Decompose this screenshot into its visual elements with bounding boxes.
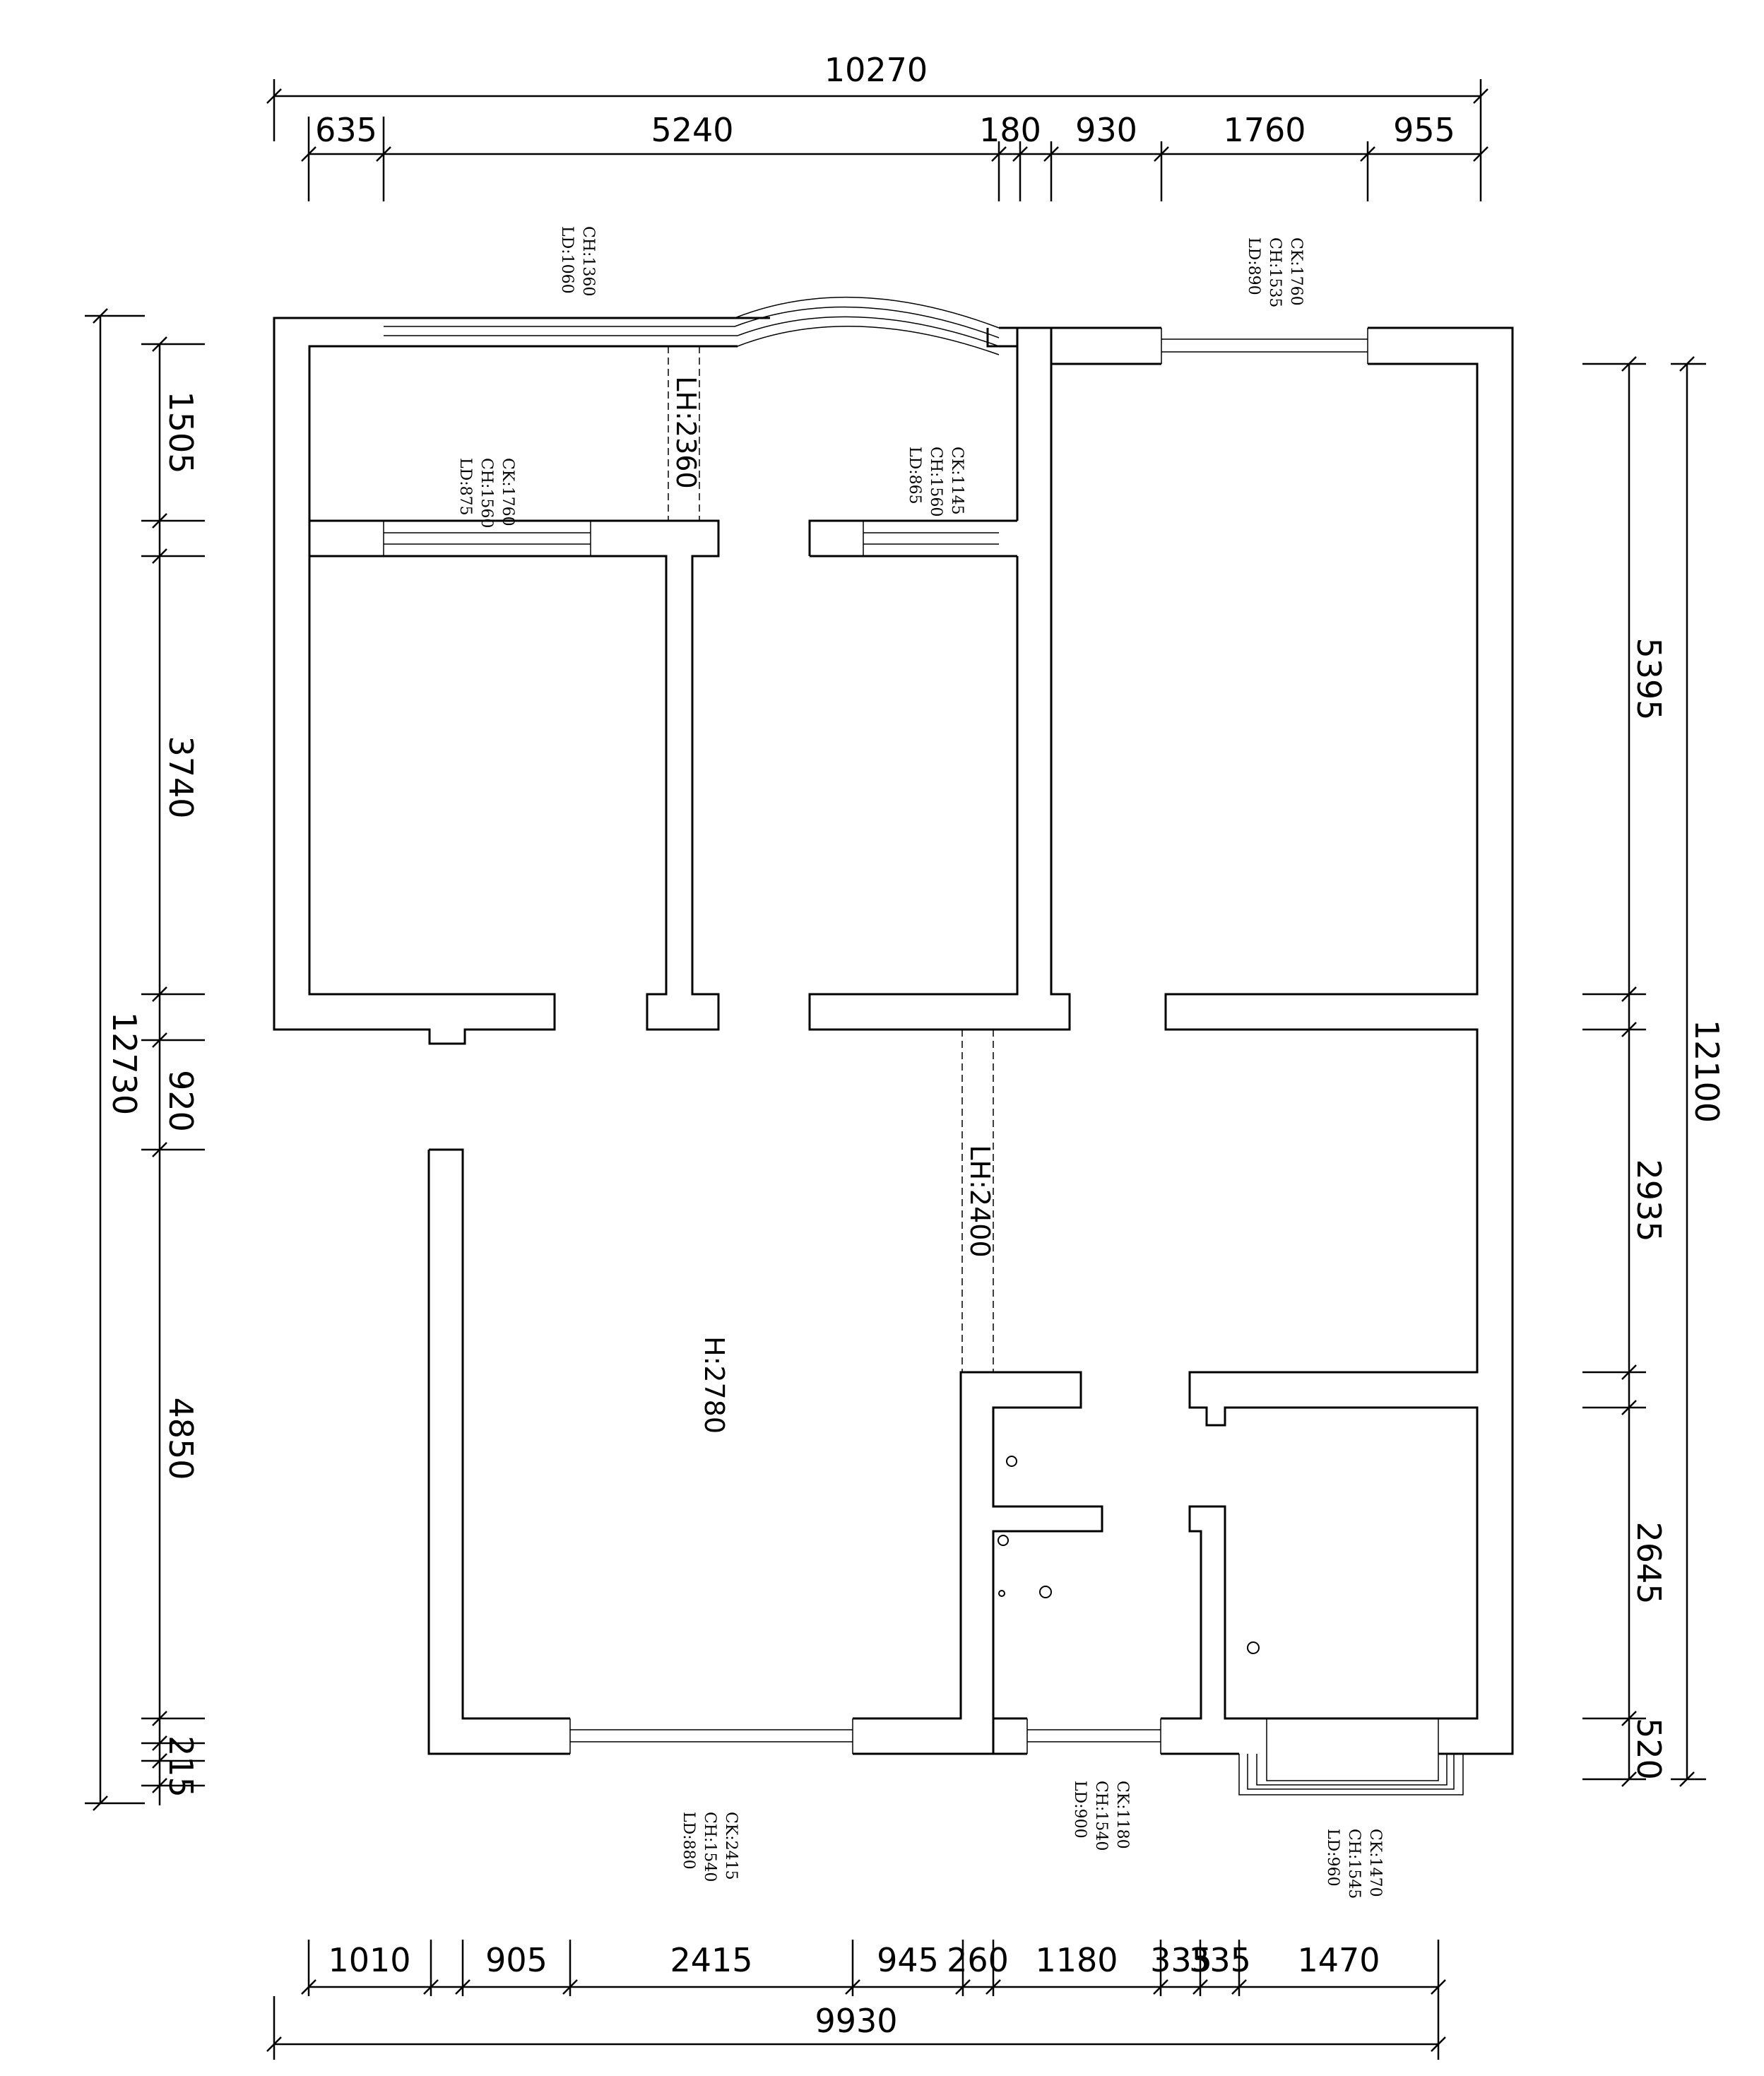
- bottom-dimension-lines: [266, 1940, 1446, 2060]
- dim-bottom-6: 1180: [1035, 1941, 1118, 1979]
- note-bottom-right-2: CH:1545: [1345, 1829, 1363, 1899]
- note-top-left-1: CH:1360: [579, 226, 597, 296]
- note-room-left-3: LD:875: [456, 458, 474, 516]
- note-room-left-2: CH:1560: [478, 458, 495, 528]
- note-bottom-living: CK:2415 CH:1540 LD:880: [680, 1812, 740, 1882]
- ceiling-height-label: H:2780: [699, 1336, 730, 1434]
- dim-bottom-9: 1470: [1297, 1941, 1380, 1979]
- beam-label-mid: LH:2400: [964, 1145, 995, 1257]
- note-room-left: CK:1760 CH:1560 LD:875: [456, 458, 516, 528]
- note-bottom-bath: CK:1180 CH:1540 LD:900: [1071, 1781, 1131, 1851]
- dim-top-5: 1760: [1223, 111, 1306, 149]
- left-dimension-lines: [85, 308, 205, 1811]
- note-top-right-3: LD:890: [1245, 237, 1262, 295]
- beam-lines: [668, 346, 994, 1372]
- note-room-left-1: CK:1760: [499, 458, 516, 526]
- dim-left-4: 4850: [162, 1397, 200, 1480]
- note-top-right-1: CK:1760: [1287, 237, 1305, 306]
- dim-bottom-8: 335: [1189, 1941, 1251, 1979]
- note-top-left: CH:1360 LD:1060: [558, 226, 597, 296]
- note-top-left-2: LD:1060: [558, 226, 576, 294]
- dim-bottom-4: 945: [877, 1941, 939, 1979]
- dim-top-total: 10270: [824, 51, 928, 89]
- note-bottom-right-3: LD:960: [1324, 1829, 1342, 1887]
- note-top-right: CK:1760 CH:1535 LD:890: [1245, 237, 1305, 307]
- note-room-mid: CK:1145 CH:1560 LD:865: [906, 447, 966, 517]
- dim-left-2: 3740: [162, 736, 200, 818]
- dim-top-2: 5240: [651, 111, 733, 149]
- note-bottom-living-2: CH:1540: [701, 1812, 718, 1882]
- dim-right-3: 2645: [1630, 1521, 1668, 1604]
- dim-bottom-3: 2415: [670, 1941, 752, 1979]
- dim-bottom-2: 905: [485, 1941, 547, 1979]
- walls: [273, 317, 1514, 1755]
- dim-left-1: 1505: [162, 391, 200, 473]
- dim-bottom-5: 260: [947, 1941, 1009, 1979]
- dim-right-total: 12100: [1688, 1020, 1726, 1123]
- dim-right-4: 520: [1630, 1718, 1668, 1780]
- note-bottom-right-1: CK:1470: [1366, 1829, 1384, 1897]
- dim-top-4: 930: [1075, 111, 1137, 149]
- dim-right-2: 2935: [1630, 1159, 1668, 1242]
- note-bottom-living-1: CK:2415: [722, 1812, 740, 1880]
- right-dimension-lines: [1582, 356, 1706, 1787]
- beam-label-top: LH:2360: [670, 376, 702, 488]
- dim-left-total: 12730: [105, 1012, 143, 1115]
- fixtures: [998, 1456, 1260, 1654]
- top-dimension-lines: [266, 79, 1488, 201]
- note-room-mid-3: LD:865: [906, 447, 923, 505]
- note-room-mid-1: CK:1145: [948, 447, 966, 515]
- dim-bottom-total: 9930: [815, 2002, 897, 2040]
- note-room-mid-2: CH:1560: [927, 447, 945, 517]
- note-bottom-bath-2: CH:1540: [1092, 1781, 1110, 1851]
- dim-bottom-1: 1010: [328, 1941, 410, 1979]
- note-bottom-bath-1: CK:1180: [1113, 1781, 1131, 1849]
- note-bottom-right: CK:1470 CH:1545 LD:960: [1324, 1829, 1384, 1899]
- dim-top-6: 955: [1393, 111, 1455, 149]
- windows: [383, 296, 1464, 1795]
- dim-bottom-7: 335: [1150, 1941, 1212, 1979]
- dim-left-5: 215: [162, 1735, 200, 1798]
- dim-right-1: 5395: [1630, 637, 1668, 720]
- dim-top-1: 635: [315, 111, 377, 149]
- note-bottom-living-3: LD:880: [680, 1812, 697, 1870]
- note-bottom-bath-3: LD:900: [1071, 1781, 1089, 1839]
- note-top-right-2: CH:1535: [1266, 237, 1284, 307]
- dim-top-3: 180: [979, 111, 1041, 149]
- dim-left-3: 920: [162, 1070, 200, 1132]
